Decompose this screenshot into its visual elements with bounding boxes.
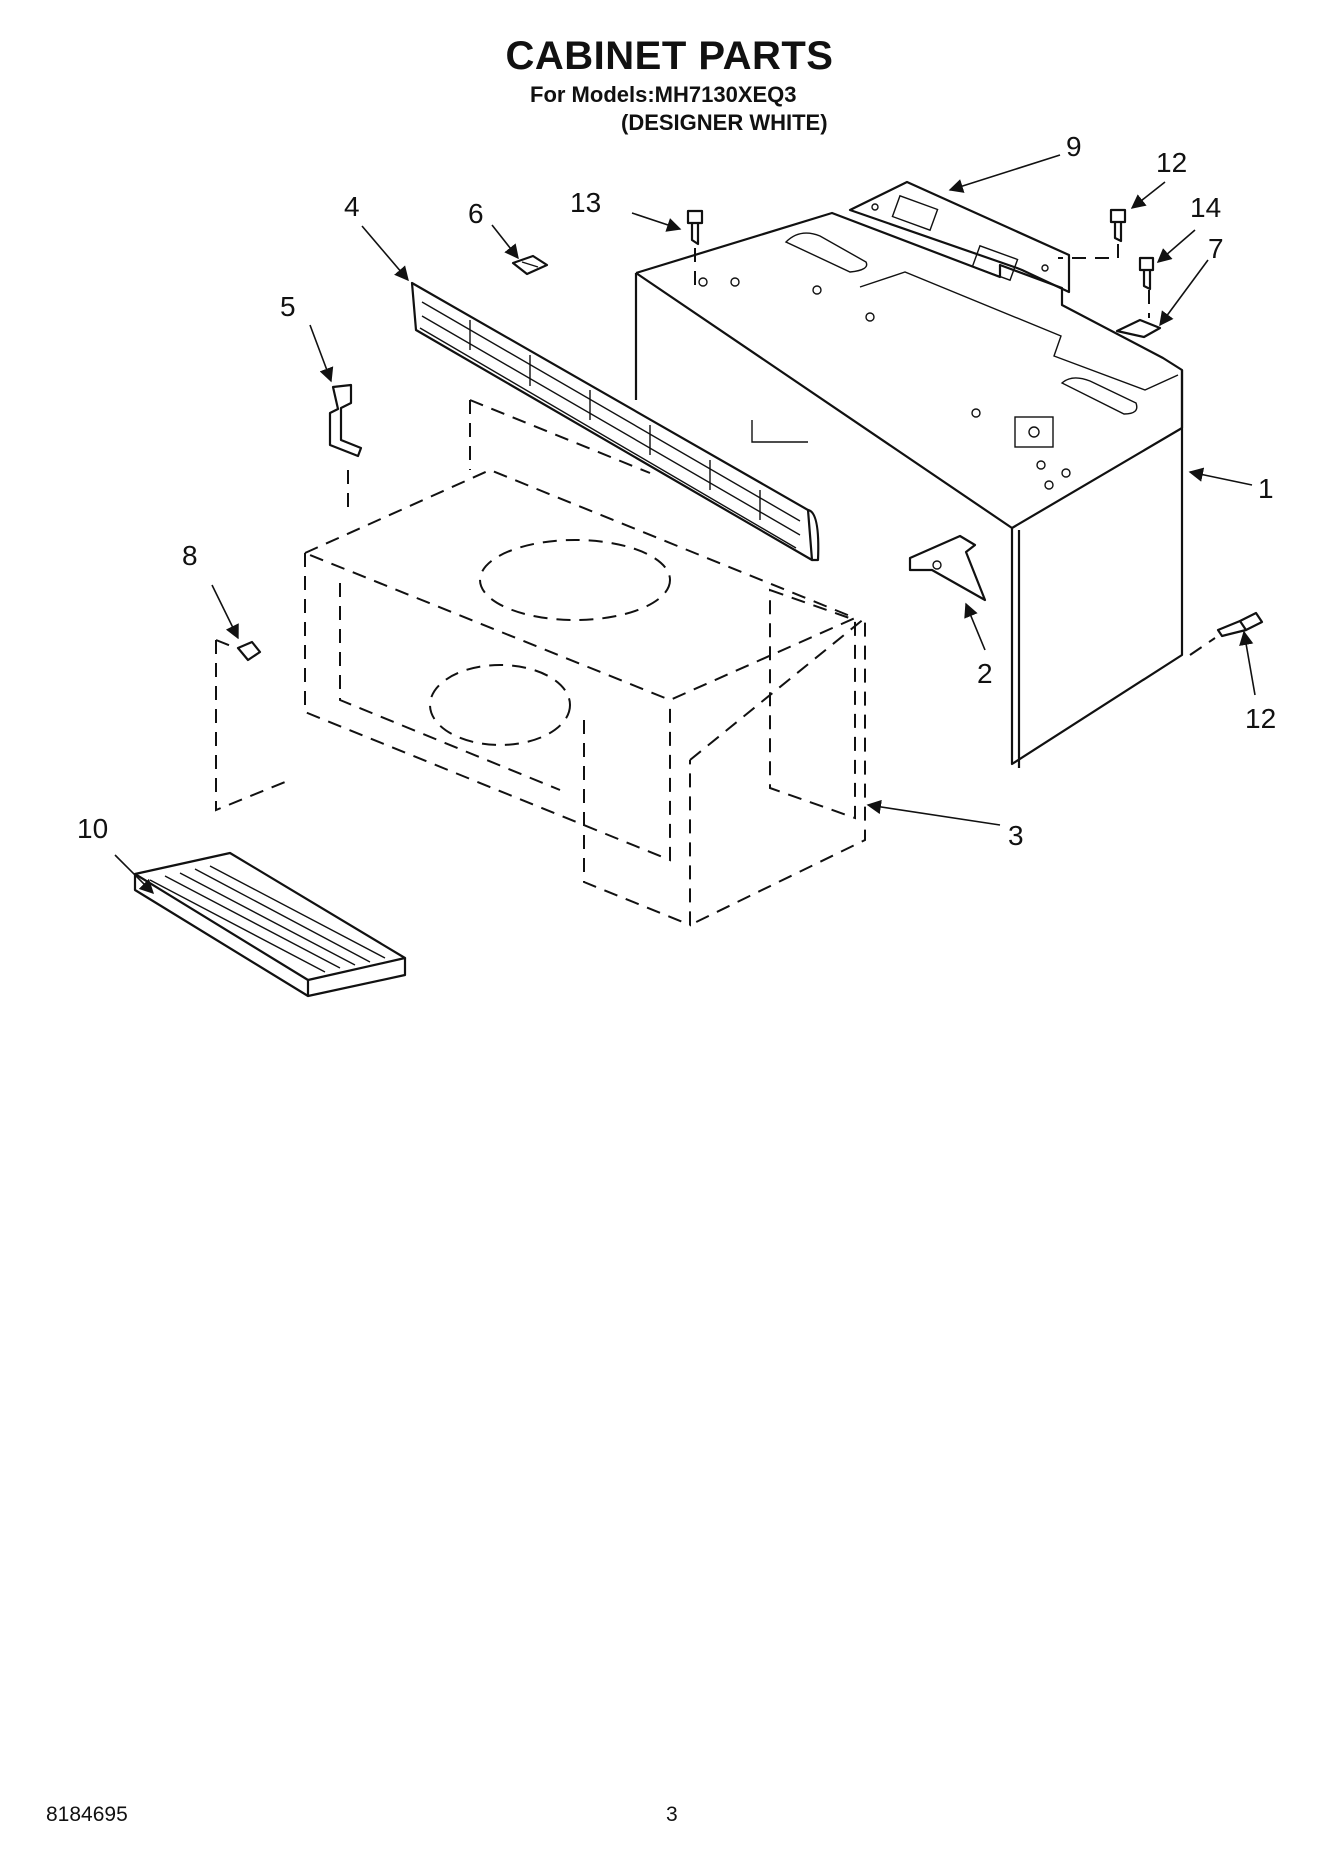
inner-cavity-part xyxy=(302,399,866,927)
models-line: For Models:MH7130XEQ3 xyxy=(530,82,797,107)
grease-filter-part xyxy=(133,851,407,998)
callout-13: 13 xyxy=(570,187,601,218)
side-bracket-part xyxy=(908,534,987,602)
color-line: (DESIGNER WHITE) xyxy=(621,110,828,135)
callout-1: 1 xyxy=(1258,473,1274,504)
screw-12-top-part xyxy=(1058,208,1127,259)
callout-2: 2 xyxy=(977,658,993,689)
callout-12-top: 12 xyxy=(1156,147,1187,178)
callout-14: 14 xyxy=(1190,192,1221,223)
callout-9: 9 xyxy=(1066,131,1082,162)
page-title: CABINET PARTS xyxy=(505,34,834,78)
page-number: 3 xyxy=(666,1803,678,1826)
screw-13-part xyxy=(686,209,704,292)
callout-7: 7 xyxy=(1208,233,1224,264)
small-bracket-part xyxy=(328,383,363,510)
callout-4: 4 xyxy=(344,191,360,222)
screw-12-side-part xyxy=(1189,611,1264,656)
callout-8: 8 xyxy=(182,540,198,571)
callout-5: 5 xyxy=(280,291,296,322)
callout-12-side: 12 xyxy=(1245,703,1276,734)
document-number: 8184695 xyxy=(46,1803,128,1826)
screw-14-part xyxy=(1138,256,1155,291)
cabinet-wrapper-part xyxy=(634,211,1184,768)
clip-part xyxy=(511,254,549,276)
top-mounting-plate-part xyxy=(848,180,1071,294)
callout-3: 3 xyxy=(1008,820,1024,851)
callout-6: 6 xyxy=(468,198,484,229)
vent-grille-part xyxy=(410,281,820,562)
latch-clip-part xyxy=(215,639,291,812)
callout-10: 10 xyxy=(77,813,108,844)
mounting-clip-part xyxy=(1115,290,1162,339)
